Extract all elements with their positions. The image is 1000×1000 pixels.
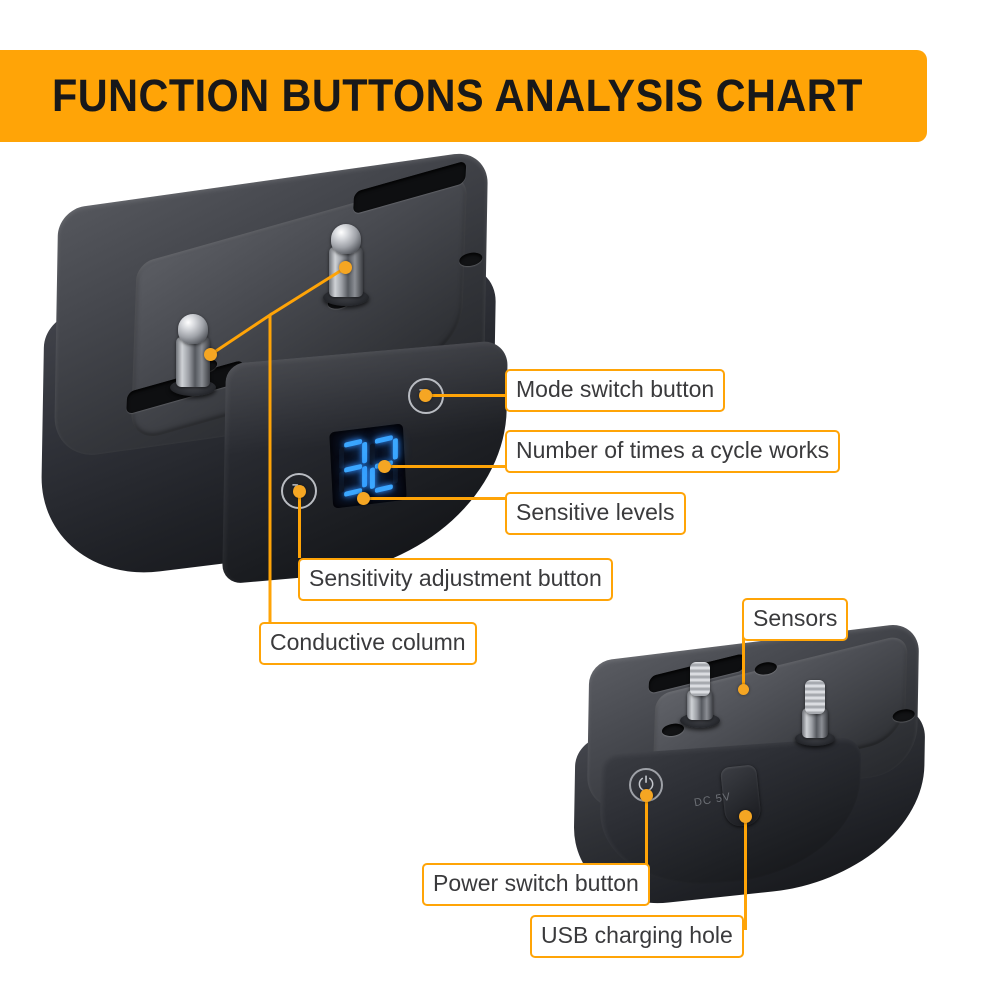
callout-conductive-column[interactable]: Conductive column bbox=[259, 622, 477, 665]
prong-tip-icon bbox=[690, 662, 710, 696]
led-digit-tens bbox=[338, 438, 367, 498]
callout-dot-sensors bbox=[738, 684, 749, 695]
leader-line-power-switch bbox=[645, 795, 648, 873]
callout-dot-sensitive-levels bbox=[357, 492, 370, 505]
prong-tip-icon bbox=[331, 224, 361, 254]
callout-number-of-times-cycle-works[interactable]: Number of times a cycle works bbox=[505, 430, 841, 473]
callout-dot-mode-switch bbox=[419, 389, 432, 402]
callout-dot-power-switch bbox=[640, 789, 653, 802]
segment-b bbox=[392, 437, 398, 461]
callout-usb-charging-hole[interactable]: USB charging hole bbox=[530, 915, 744, 958]
leader-line-usb-charging bbox=[744, 816, 747, 930]
leader-line-mode-switch bbox=[425, 394, 511, 397]
callout-dot-usb-charging bbox=[739, 810, 752, 823]
segment-e bbox=[338, 470, 344, 494]
callout-sensors[interactable]: Sensors bbox=[742, 598, 849, 641]
segment-e bbox=[369, 467, 375, 490]
callout-mode-switch-button[interactable]: Mode switch button bbox=[505, 369, 726, 412]
callout-sensitivity-adjustment-button[interactable]: Sensitivity adjustment button bbox=[298, 558, 613, 601]
segment-b bbox=[361, 441, 367, 464]
callout-power-switch-button[interactable]: Power switch button bbox=[422, 863, 650, 906]
conductive-column-right bbox=[793, 676, 837, 746]
leader-line-sensitivity-adjust-v bbox=[298, 492, 301, 558]
leader-line-sensors bbox=[742, 632, 745, 688]
segment-a bbox=[343, 438, 362, 448]
prong-tip-icon bbox=[178, 314, 208, 344]
segment-f bbox=[338, 446, 344, 470]
device-main-front-view bbox=[18, 149, 518, 592]
callout-sensitive-levels[interactable]: Sensitive levels bbox=[505, 492, 686, 535]
callout-dot-sensitivity-adjust bbox=[293, 485, 306, 498]
segment-g bbox=[343, 463, 362, 473]
page-title: FUNCTION BUTTONS ANALYSIS CHART bbox=[52, 70, 863, 121]
callout-dot-cycle-count bbox=[378, 460, 391, 473]
conductive-column-left bbox=[678, 658, 722, 728]
prong-nut-icon bbox=[176, 337, 210, 387]
segment-d bbox=[374, 484, 393, 494]
leader-line-cycle-count bbox=[384, 465, 511, 468]
prong-tip-icon bbox=[805, 680, 825, 714]
leader-line-sensitive-levels bbox=[363, 497, 511, 500]
device-second-rear-view: DC 5V bbox=[548, 621, 948, 913]
callout-dot-conductive-column-left bbox=[204, 348, 217, 361]
header-banner: FUNCTION BUTTONS ANALYSIS CHART bbox=[0, 50, 927, 142]
conductive-column-right bbox=[321, 210, 371, 306]
conductive-column-left bbox=[168, 300, 218, 396]
segment-c bbox=[361, 465, 367, 488]
callout-dot-conductive-column-right bbox=[339, 261, 352, 274]
segment-f bbox=[369, 443, 375, 466]
segment-a bbox=[374, 435, 393, 445]
